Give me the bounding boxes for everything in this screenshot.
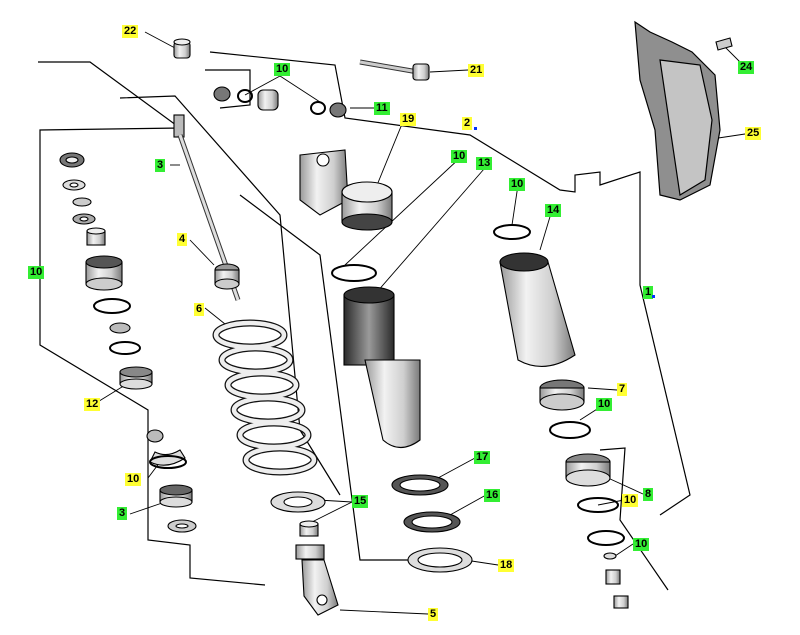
callout-10: 10 [28, 266, 45, 279]
callout-6: 6 [194, 303, 205, 316]
callout-18: 18 [498, 559, 515, 572]
callout-1-marker [652, 295, 655, 298]
callout-3: 3 [117, 507, 128, 520]
callout-14: 14 [545, 204, 562, 217]
coil-spring [212, 319, 318, 476]
top-hardware [173, 37, 733, 118]
callout-22: 22 [122, 25, 139, 38]
left-lower-parts [146, 429, 197, 533]
preload-rings [391, 474, 473, 573]
callout-25: 25 [745, 127, 762, 140]
callout-17: 17 [474, 451, 491, 464]
callout-2-marker [474, 127, 477, 130]
callout-16: 16 [484, 489, 501, 502]
callout-7: 7 [617, 383, 628, 396]
callout-3: 3 [155, 159, 166, 172]
callout-10: 10 [596, 398, 613, 411]
callout-13: 13 [476, 157, 493, 170]
reservoir [493, 224, 629, 609]
piston-rod [173, 114, 241, 301]
callout-24: 24 [738, 61, 755, 74]
callout-11: 11 [374, 102, 390, 115]
callout-2: 2 [462, 117, 473, 130]
damper-body [299, 149, 421, 449]
callout-10: 10 [274, 63, 291, 76]
callout-10: 10 [509, 178, 526, 191]
callout-15: 15 [352, 495, 369, 508]
callout-19: 19 [400, 113, 417, 126]
callout-8: 8 [643, 488, 654, 501]
callout-10: 10 [633, 538, 650, 551]
callout-10: 10 [622, 494, 639, 507]
left-parts-stack [59, 152, 153, 390]
mudguard [634, 20, 721, 201]
callout-12: 12 [84, 398, 101, 411]
callout-4: 4 [177, 233, 188, 246]
group-outlines [38, 51, 691, 591]
spring-seat-and-clevis [270, 491, 339, 616]
callout-21: 21 [468, 64, 485, 77]
callout-5: 5 [428, 608, 439, 621]
callout-10: 10 [451, 150, 468, 163]
callout-1: 1 [643, 286, 654, 299]
callout-10: 10 [125, 473, 142, 486]
